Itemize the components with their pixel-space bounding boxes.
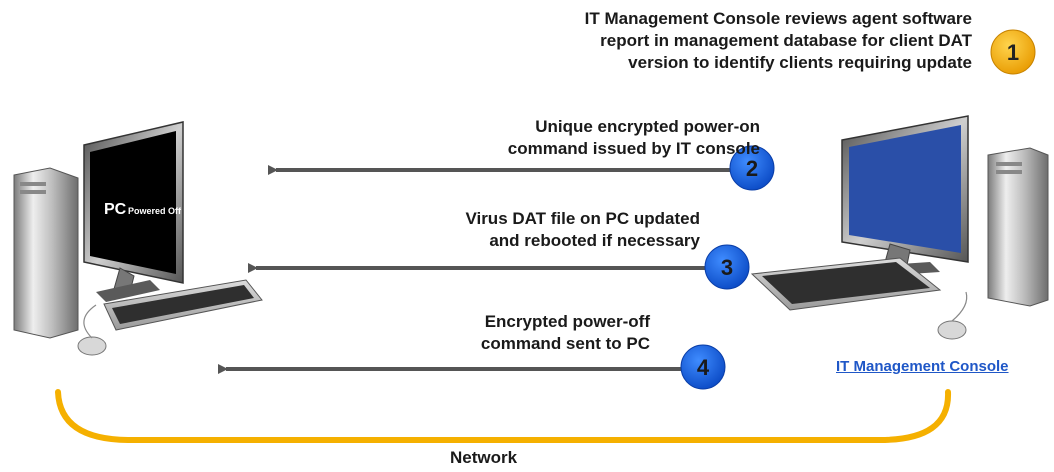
step-1-line-3: version to identify clients requiring up…: [628, 53, 972, 72]
network-label: Network: [450, 448, 518, 467]
step-1-description: IT Management Console reviews agent soft…: [452, 8, 972, 74]
step-4-line-2: command sent to PC: [480, 334, 650, 353]
pc-screen-text-sub: Powered Off: [128, 206, 182, 216]
console-link[interactable]: IT Management Console: [836, 358, 1009, 375]
step-badge-3: 3: [704, 244, 750, 290]
step-3-line-1: Virus DAT file on PC updated: [465, 209, 700, 228]
pc-screen-text-main: PC: [104, 201, 127, 218]
console-mouse: [937, 320, 967, 340]
console-monitor-screen: [849, 125, 961, 253]
step-number-4: 4: [697, 355, 710, 380]
step-2-line-2: command issued by IT console: [507, 139, 760, 158]
console-pc: [750, 115, 1049, 340]
step-badge-4: 4: [680, 344, 726, 390]
step-badge-1: 1: [990, 29, 1036, 75]
network-line: [55, 389, 952, 443]
step-2-description: Unique encrypted power-on command issued…: [360, 116, 760, 160]
step-badge-2: 2: [729, 145, 775, 191]
step-number-2: 2: [746, 156, 758, 181]
client-tower: [13, 167, 79, 339]
step-3-description: Virus DAT file on PC updated and reboote…: [330, 208, 700, 252]
step-1-line-2: report in management database for client…: [600, 31, 972, 50]
step-4-description: Encrypted power-off command sent to PC: [330, 311, 650, 355]
step-4-line-1: Encrypted power-off: [484, 312, 650, 331]
client-mouse: [77, 336, 107, 356]
step-2-line-1: Unique encrypted power-on: [535, 117, 760, 136]
console-tower: [987, 147, 1049, 307]
step-3-line-2: and rebooted if necessary: [489, 231, 700, 250]
step-number-1: 1: [1007, 40, 1019, 65]
client-pc: PC Powered Off: [13, 121, 263, 356]
step-number-3: 3: [721, 255, 733, 280]
client-monitor-screen: [90, 131, 176, 274]
step-1-line-1: IT Management Console reviews agent soft…: [584, 9, 972, 28]
